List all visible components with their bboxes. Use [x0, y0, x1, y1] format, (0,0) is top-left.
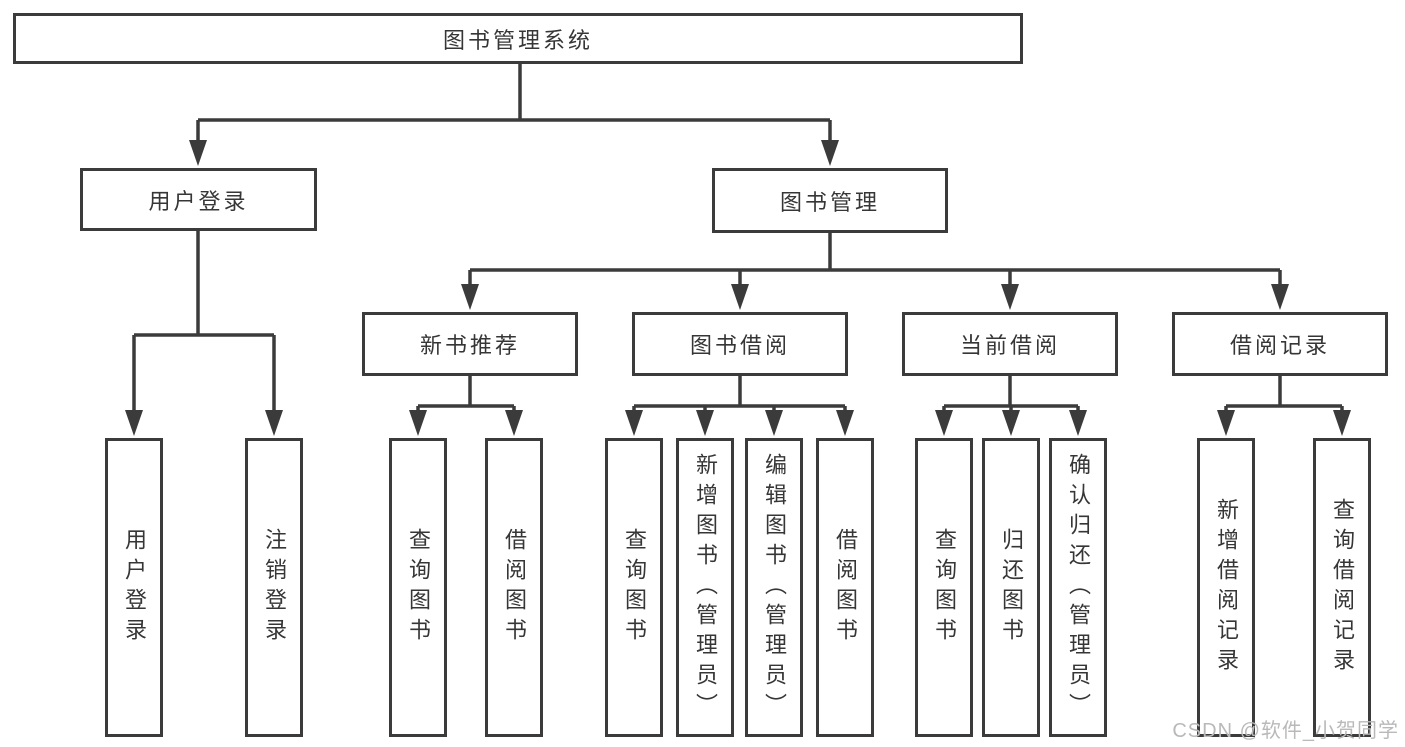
arrowhead-icon — [731, 284, 749, 310]
node-leaf-add-books: 新增图书（管理员） — [676, 438, 734, 737]
arrowhead-icon — [1217, 410, 1235, 436]
arrowhead-icon — [821, 140, 839, 166]
node-leaf-edit-books: 编辑图书（管理员） — [745, 438, 803, 737]
node-leaf-query-books-rec: 查询图书 — [389, 438, 447, 737]
node-leaf-logout: 注销登录 — [245, 438, 303, 737]
arrowhead-icon — [189, 140, 207, 166]
node-leaf-query-books-borrow: 查询图书 — [605, 438, 663, 737]
watermark: CSDN @软件_小贺同学 — [1172, 720, 1399, 742]
node-leaf-query-books-cur: 查询图书 — [915, 438, 973, 737]
node-leaf-return-books: 归还图书 — [982, 438, 1040, 737]
node-current-borrow: 当前借阅 — [902, 312, 1118, 376]
arrowhead-icon — [461, 284, 479, 310]
node-book-management: 图书管理 — [712, 168, 948, 233]
arrowhead-icon — [1069, 410, 1087, 436]
arrowhead-icon — [1271, 284, 1289, 310]
arrowhead-icon — [1333, 410, 1351, 436]
arrowhead-icon — [836, 410, 854, 436]
node-leaf-borrow-books-rec: 借阅图书 — [485, 438, 543, 737]
arrowhead-icon — [265, 410, 283, 436]
node-leaf-query-borrow-record: 查询借阅记录 — [1313, 438, 1371, 737]
arrowhead-icon — [696, 410, 714, 436]
node-leaf-user-login: 用户登录 — [105, 438, 163, 737]
node-book-borrow: 图书借阅 — [632, 312, 848, 376]
node-borrow-records: 借阅记录 — [1172, 312, 1388, 376]
node-leaf-borrow-books: 借阅图书 — [816, 438, 874, 737]
arrowhead-icon — [505, 410, 523, 436]
node-user-login: 用户登录 — [80, 168, 317, 231]
arrowhead-icon — [935, 410, 953, 436]
node-leaf-confirm-return: 确认归还（管理员） — [1049, 438, 1107, 737]
node-new-book-recommend: 新书推荐 — [362, 312, 578, 376]
arrowhead-icon — [125, 410, 143, 436]
arrowhead-icon — [409, 410, 427, 436]
node-leaf-add-borrow-record: 新增借阅记录 — [1197, 438, 1255, 737]
arrowhead-icon — [765, 410, 783, 436]
arrowhead-icon — [1001, 284, 1019, 310]
arrowhead-icon — [625, 410, 643, 436]
node-root: 图书管理系统 — [13, 13, 1023, 64]
arrowhead-icon — [1002, 410, 1020, 436]
